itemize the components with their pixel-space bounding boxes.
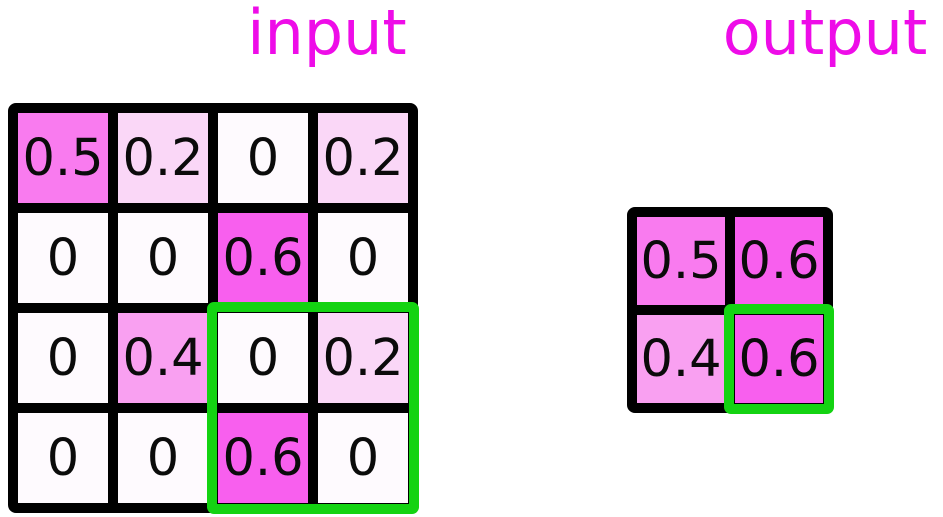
output-title: output (722, 0, 928, 69)
output-grid-cell-r2c1: 0.4 (637, 315, 725, 403)
input-grid-cell-r3c3: 0 (218, 313, 308, 403)
input-grid-cell-r1c2: 0.2 (118, 113, 208, 203)
input-grid-cell-r1c1: 0.5 (18, 113, 108, 203)
input-grid-cell-r2c3: 0.6 (218, 213, 308, 303)
output-grid-cell-r1c2: 0.6 (735, 217, 823, 305)
input-grid-cell-r4c2: 0 (118, 413, 208, 503)
output-grid-cell-r1c1: 0.5 (637, 217, 725, 305)
input-grid-cell-r4c3: 0.6 (218, 413, 308, 503)
input-grid-cell-r3c2: 0.4 (118, 313, 208, 403)
input-grid-cell-r3c4: 0.2 (318, 313, 408, 403)
input-grid-cell-r3c1: 0 (18, 313, 108, 403)
input-grid-cell-r2c4: 0 (318, 213, 408, 303)
input-grid-cell-r2c2: 0 (118, 213, 208, 303)
output-grid-cell-r2c2: 0.6 (735, 315, 823, 403)
input-grid-cell-r1c3: 0 (218, 113, 308, 203)
input-grid-cell-r4c1: 0 (18, 413, 108, 503)
input-title: input (247, 0, 407, 69)
input-grid-cell-r1c4: 0.2 (318, 113, 408, 203)
input-grid-cell-r2c1: 0 (18, 213, 108, 303)
input-grid-cell-r4c4: 0 (318, 413, 408, 503)
